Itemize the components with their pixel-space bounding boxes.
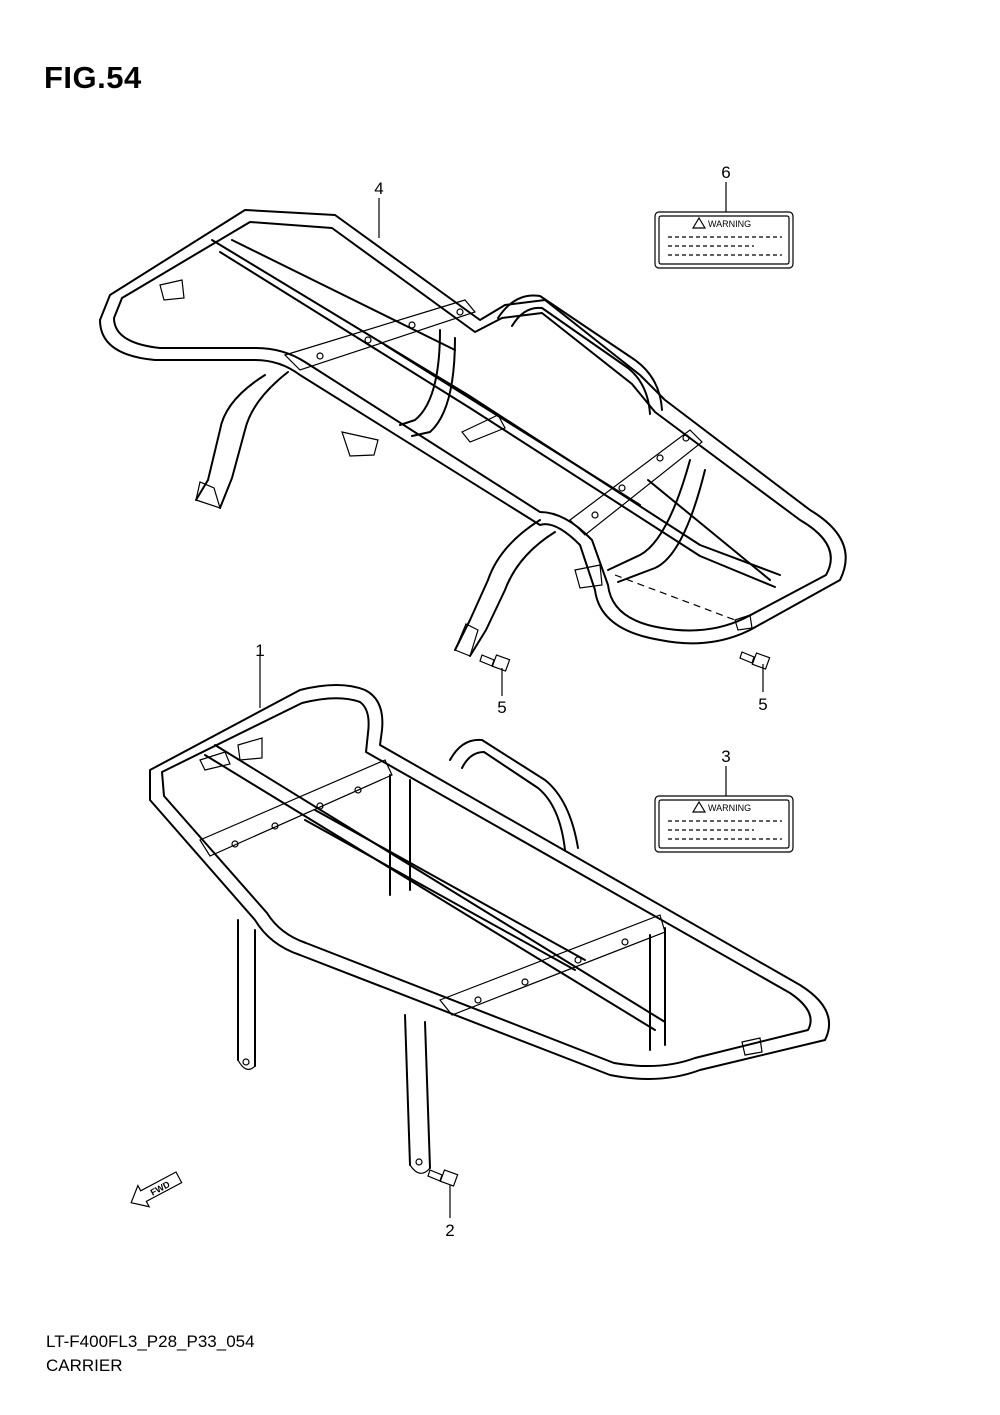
figure-name: CARRIER	[46, 1356, 123, 1375]
callout-5-left: 5	[497, 698, 506, 717]
bolt-part-2[interactable]	[427, 1169, 459, 1187]
callout-2: 2	[445, 1221, 454, 1240]
callout-1: 1	[255, 641, 264, 660]
bolt-part-5-left[interactable]	[479, 654, 511, 672]
callout-3: 3	[721, 747, 730, 766]
fwd-arrow-icon: FWD	[130, 1171, 183, 1208]
warning-triangle-icon	[691, 800, 707, 813]
warning-label-part-3[interactable]: WARNING	[654, 795, 794, 853]
callout-4: 4	[374, 179, 383, 198]
warning-triangle-icon	[691, 216, 707, 229]
callout-6: 6	[721, 163, 730, 182]
warning-label-text: WARNING	[708, 219, 751, 229]
warning-label-part-6[interactable]: WARNING	[654, 211, 794, 269]
fwd-arrow-label: FWD	[149, 1179, 172, 1198]
bolt-part-5-right[interactable]	[739, 651, 771, 670]
callout-5-right: 5	[758, 695, 767, 714]
front-carrier-part-1[interactable]	[149, 684, 830, 1174]
figure-code: LT-F400FL3_P28_P33_054	[46, 1332, 255, 1351]
rear-carrier-part-4[interactable]	[99, 209, 847, 657]
warning-label-text: WARNING	[708, 803, 751, 813]
figure-title: FIG.54	[44, 60, 142, 95]
